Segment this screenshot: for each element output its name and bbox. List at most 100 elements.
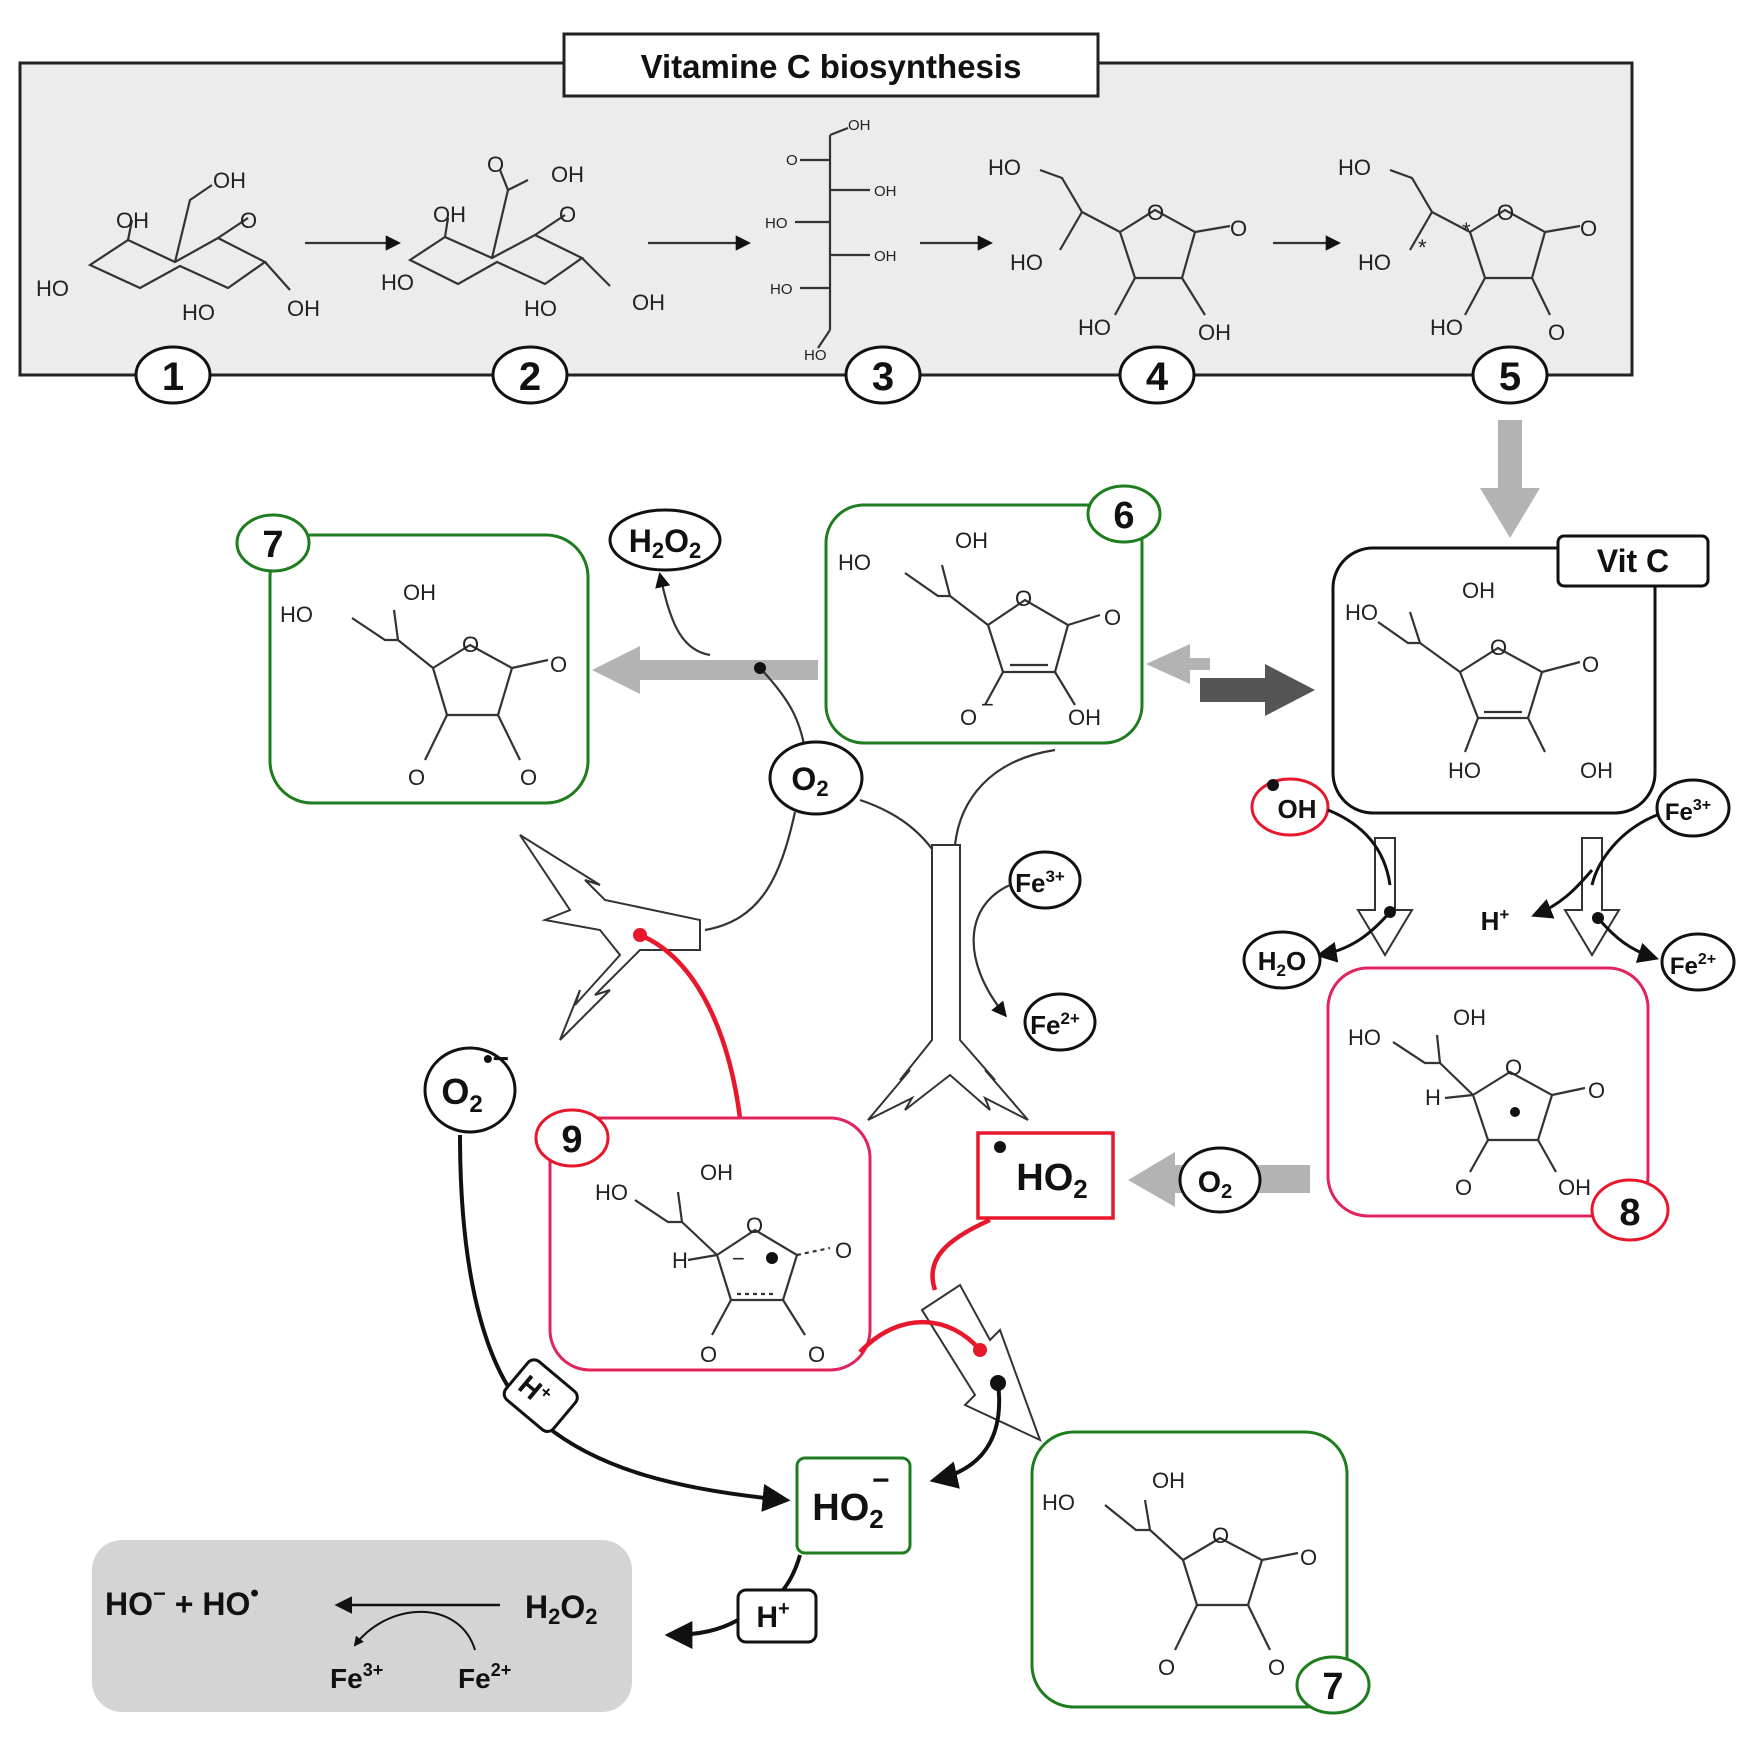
species-fe2-right: Fe2+ bbox=[1660, 932, 1736, 992]
h2o2-top-text: H2O2 bbox=[629, 523, 702, 563]
svg-text:HO: HO bbox=[1358, 250, 1391, 275]
svg-text:O: O bbox=[746, 1213, 763, 1238]
species-fe3-right: Fe3+ bbox=[1655, 778, 1731, 838]
link-oh-to-arrow bbox=[1327, 808, 1392, 886]
svg-text:OH: OH bbox=[551, 162, 584, 187]
svg-text:HO: HO bbox=[1338, 155, 1371, 180]
species-ho2-radical: HO2 bbox=[976, 1131, 1115, 1220]
svg-text:HO: HO bbox=[988, 155, 1021, 180]
svg-text:O: O bbox=[1300, 1545, 1317, 1570]
svg-text:OH: OH bbox=[1152, 1468, 1185, 1493]
svg-text:OH: OH bbox=[955, 528, 988, 553]
svg-text:OH: OH bbox=[433, 202, 466, 227]
svg-text:OH: OH bbox=[1462, 578, 1495, 603]
fe3-right-text: Fe3+ bbox=[1665, 797, 1711, 826]
species-ho2-anion: HO2 − bbox=[795, 1456, 912, 1555]
vitc-box: Vit C HO OH O O HO OH bbox=[1331, 534, 1710, 815]
svg-text:OH: OH bbox=[874, 248, 897, 265]
svg-text:O: O bbox=[700, 1342, 717, 1367]
svg-text:HO: HO bbox=[595, 1180, 628, 1205]
svg-text:HO: HO bbox=[524, 296, 557, 321]
svg-text:H: H bbox=[672, 1248, 688, 1273]
oh-radical-text: OH bbox=[1278, 794, 1317, 824]
arrow-to-h2o bbox=[1315, 911, 1392, 963]
svg-text:O: O bbox=[835, 1238, 852, 1263]
species-fe3-center: Fe3+ bbox=[1008, 850, 1082, 910]
h2o-text: H2O bbox=[1258, 946, 1306, 980]
svg-text:O: O bbox=[1505, 1055, 1522, 1080]
fork-arrow-left bbox=[519, 834, 701, 1041]
arrow-vitc-down-left bbox=[1356, 837, 1414, 957]
link-o2-to-branch bbox=[704, 811, 797, 932]
compound-6-box: 6 HO OH O O O − OH bbox=[824, 484, 1162, 745]
compound-label-1: 1 bbox=[162, 355, 184, 399]
svg-text:O: O bbox=[1104, 605, 1121, 630]
panel-title: Vitamine C biosynthesis bbox=[641, 48, 1022, 85]
svg-text:O: O bbox=[1497, 200, 1514, 225]
compound-8-label: 8 bbox=[1619, 1192, 1640, 1234]
svg-text:HO: HO bbox=[182, 300, 215, 325]
svg-text:O: O bbox=[1490, 635, 1507, 660]
svg-text:O: O bbox=[1147, 200, 1164, 225]
svg-text:−: − bbox=[732, 1246, 745, 1271]
compound-7a-label: 7 bbox=[262, 524, 283, 566]
link-ho2-to-arrow bbox=[930, 1217, 991, 1291]
svg-text:O: O bbox=[1548, 320, 1565, 345]
svg-text:•−: •− bbox=[483, 1043, 509, 1074]
ho2-anion-text: HO2 bbox=[812, 1487, 883, 1534]
arrow-to-h2o2 bbox=[655, 571, 711, 657]
svg-text:OH: OH bbox=[1453, 1005, 1486, 1030]
svg-text:OH: OH bbox=[700, 1160, 733, 1185]
species-fe2-center: Fe2+ bbox=[1023, 992, 1097, 1052]
svg-text:HO: HO bbox=[1078, 315, 1111, 340]
compound-7b-box: 7 HO OH O O O O bbox=[1030, 1430, 1371, 1715]
arrow-vitc-to-6 bbox=[1146, 644, 1210, 684]
compound-5-structure: HO HO O O HO O * * bbox=[1338, 155, 1597, 345]
svg-text:O: O bbox=[960, 705, 977, 730]
svg-text:O: O bbox=[240, 208, 257, 233]
biosynthesis-panel: Vitamine C biosynthesis bbox=[18, 32, 1634, 377]
compound-8-box: 8 HO OH O O H O OH bbox=[1326, 966, 1670, 1242]
svg-text:O: O bbox=[808, 1342, 825, 1367]
svg-text:O: O bbox=[550, 652, 567, 677]
svg-text:HO: HO bbox=[804, 347, 827, 364]
compound-label-5: 5 bbox=[1499, 355, 1521, 399]
svg-text:O: O bbox=[1580, 216, 1597, 241]
svg-text:*: * bbox=[1462, 218, 1471, 243]
species-h-plus-bottom: H+ bbox=[736, 1588, 818, 1644]
species-o2-right: O2 bbox=[1178, 1146, 1262, 1214]
svg-text:HO: HO bbox=[838, 550, 871, 575]
svg-text:O: O bbox=[1268, 1655, 1285, 1680]
svg-text:O: O bbox=[1212, 1523, 1229, 1548]
compound-9-box: 9 HO OH O O H O O − bbox=[534, 1108, 872, 1372]
svg-text:OH: OH bbox=[403, 580, 436, 605]
compound-4-structure: HO HO O O HO OH bbox=[988, 155, 1247, 345]
link-6-to-fork bbox=[953, 748, 1056, 846]
svg-text:O: O bbox=[1158, 1655, 1175, 1680]
compound-7b-label: 7 bbox=[1322, 1666, 1343, 1708]
fenton-fe3: Fe3+ bbox=[330, 1660, 383, 1694]
species-superoxide: O2 •− bbox=[423, 1043, 517, 1134]
compound-7a-box: 7 HO OH O O O O bbox=[235, 513, 590, 805]
arrow-to-h-plus bbox=[1531, 869, 1594, 919]
h-plus-right-text: H+ bbox=[1481, 905, 1510, 936]
compound-label-3: 3 bbox=[872, 355, 894, 399]
svg-text:HO: HO bbox=[1430, 315, 1463, 340]
link-9-to-arrow bbox=[858, 1319, 982, 1354]
svg-text:O: O bbox=[1588, 1078, 1605, 1103]
svg-text:O: O bbox=[1582, 652, 1599, 677]
arrow-vitc-down-right bbox=[1563, 837, 1621, 957]
svg-text:HO: HO bbox=[770, 281, 793, 298]
svg-text:OH: OH bbox=[116, 208, 149, 233]
compound-label-2: 2 bbox=[519, 355, 541, 399]
ho2-radical-text: HO2 bbox=[1016, 1157, 1087, 1204]
compound-6-label: 6 bbox=[1113, 495, 1134, 537]
svg-text:O: O bbox=[786, 152, 798, 169]
species-h2o: H2O bbox=[1242, 930, 1322, 990]
species-oh-radical: OH bbox=[1250, 777, 1330, 837]
arrow-to-fe2-right bbox=[1596, 917, 1659, 963]
svg-text:O: O bbox=[1455, 1175, 1472, 1200]
svg-text:OH: OH bbox=[848, 117, 871, 134]
compound-label-4: 4 bbox=[1146, 355, 1169, 399]
svg-text:O: O bbox=[408, 765, 425, 790]
